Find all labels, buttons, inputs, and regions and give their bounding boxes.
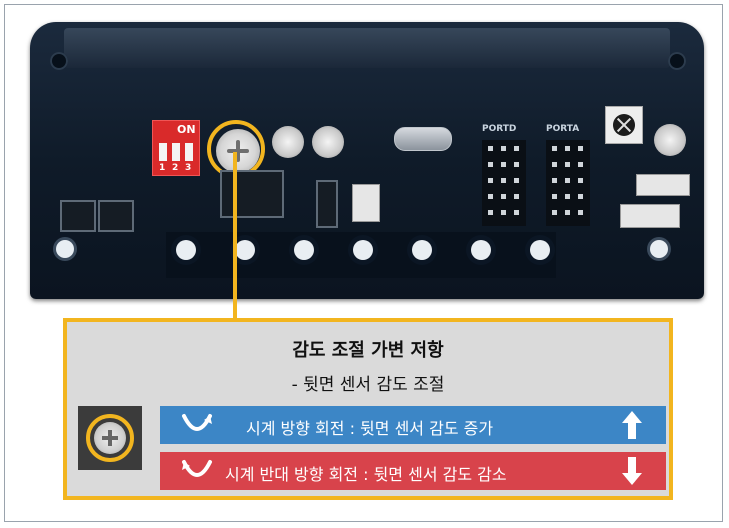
dip-switch-lever (185, 143, 193, 161)
image-frame (4, 4, 723, 522)
crystal-oscillator (394, 127, 452, 151)
capacitor (272, 126, 304, 158)
port-label: PORTA (546, 124, 580, 134)
dip-switch-lever (159, 143, 167, 161)
mounting-hole (650, 240, 668, 258)
capacitor (312, 126, 344, 158)
port-label: PORTD (482, 124, 517, 134)
potentiometer-thumbnail (78, 406, 142, 470)
pin-header (60, 200, 96, 232)
mounting-hole (50, 52, 68, 70)
rotate-clockwise-icon (182, 414, 212, 431)
capacitor (654, 124, 686, 156)
pin-header (98, 200, 134, 232)
ribbon-connector (220, 170, 284, 218)
dip-switch-on-label: ON (177, 123, 196, 136)
port-a-header (546, 140, 590, 226)
clockwise-instruction: 시계 방향 회전 : 뒷면 센서 감도 증가 (160, 406, 666, 444)
dip-switch-number: 1 (159, 163, 166, 173)
dip-switch: ON 1 2 3 (152, 120, 200, 176)
callout-leader-line (233, 152, 237, 318)
callout-panel: 감도 조절 가변 저항 - 뒷면 센서 감도 조절 시계 방향 회전 : 뒷면 … (63, 318, 673, 500)
board-top-cover (64, 28, 670, 68)
counterclockwise-instruction: 시계 반대 방향 회전 : 뒷면 센서 감도 감소 (160, 452, 666, 490)
controller-board-photo: ON 1 2 3 PORTD PORTA (30, 22, 704, 299)
dip-switch-number: 2 (172, 163, 179, 173)
switch (316, 180, 338, 228)
callout-subtitle: - 뒷면 센서 감도 조절 (291, 375, 445, 395)
jst-connector (620, 204, 680, 228)
rotate-counterclockwise-icon (182, 460, 212, 477)
jst-connector (636, 174, 690, 196)
slide-switch (352, 184, 380, 222)
clockwise-text: 시계 방향 회전 : 뒷면 센서 감도 증가 (246, 419, 494, 438)
trimmer-resistor (605, 106, 643, 144)
counterclockwise-text: 시계 반대 방향 회전 : 뒷면 센서 감도 감소 (225, 465, 507, 484)
callout-title: 감도 조절 가변 저항 (292, 340, 444, 361)
mounting-hole (668, 52, 686, 70)
dip-switch-lever (172, 143, 180, 161)
arrow-up-icon (622, 411, 642, 439)
dip-switch-number: 3 (185, 163, 192, 173)
arrow-down-icon (622, 457, 642, 485)
mounting-hole (56, 240, 74, 258)
port-d-header (482, 140, 526, 226)
